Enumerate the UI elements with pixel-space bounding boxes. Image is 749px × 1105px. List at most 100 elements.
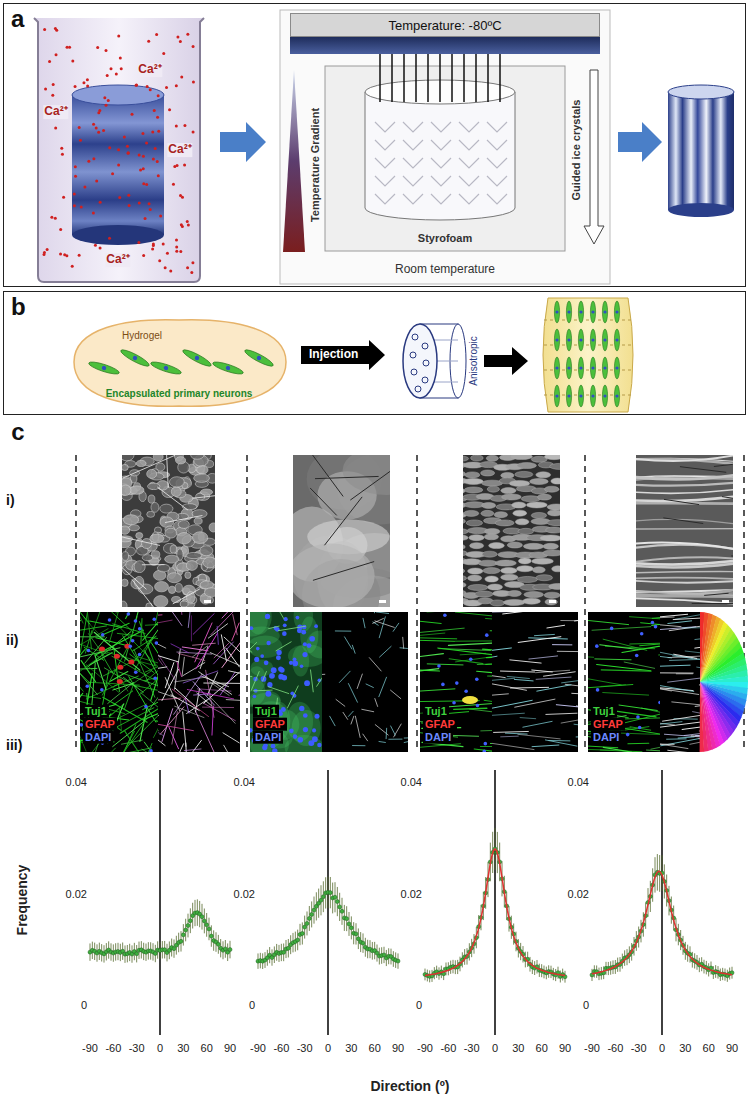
calcium-ion xyxy=(142,155,145,158)
nucleus xyxy=(591,338,594,341)
aligned-pore xyxy=(463,582,466,588)
astrocyte xyxy=(99,647,105,652)
calcium-ion xyxy=(127,152,130,155)
nucleus xyxy=(567,366,570,369)
fiber xyxy=(85,612,91,649)
fiber xyxy=(177,662,182,677)
tick-label: -60 xyxy=(105,1042,121,1055)
calcium-ion xyxy=(95,179,98,182)
calcium-ion xyxy=(60,147,63,150)
fiber xyxy=(518,637,561,643)
fiber xyxy=(363,618,365,627)
ice-pattern xyxy=(403,194,423,204)
pore xyxy=(147,469,157,478)
calcium-ion xyxy=(180,223,183,226)
data-point xyxy=(396,959,400,963)
nucleus xyxy=(615,338,618,341)
fiber xyxy=(113,683,133,690)
ice-pattern xyxy=(459,158,479,168)
fiber xyxy=(680,467,726,473)
calcium-ion xyxy=(135,84,138,87)
nucleus xyxy=(265,614,270,619)
tick-label: 30 xyxy=(345,1042,357,1055)
fiber xyxy=(501,736,519,738)
aligned-pore xyxy=(515,519,529,525)
calcium-ion xyxy=(149,88,152,91)
data-point xyxy=(200,915,204,919)
aligned-pore xyxy=(466,520,482,526)
fiber xyxy=(565,684,578,688)
ice-pattern xyxy=(375,194,395,204)
calcium-ion xyxy=(59,253,62,256)
calcium-ion xyxy=(51,94,54,97)
pore xyxy=(170,545,177,553)
ice-crystal xyxy=(499,54,501,102)
nucleus xyxy=(134,670,138,674)
freezer-setup xyxy=(280,10,610,284)
calcium-ion xyxy=(141,132,144,135)
aligned-channel xyxy=(636,489,733,493)
fiber xyxy=(545,740,577,746)
astrocyte xyxy=(128,659,134,664)
fiber xyxy=(373,619,384,624)
pore xyxy=(191,455,204,459)
calcium-ion xyxy=(190,271,193,274)
pore xyxy=(180,601,188,607)
nucleus xyxy=(596,688,600,692)
pore xyxy=(175,584,182,593)
zero-axis xyxy=(661,770,663,1035)
calcium-ion xyxy=(73,193,76,196)
fiber xyxy=(523,721,552,727)
fiber xyxy=(99,748,115,752)
nucleus xyxy=(282,675,287,680)
aligned-pore xyxy=(550,463,560,469)
fiber xyxy=(588,656,594,658)
calcium-ion xyxy=(86,84,89,87)
scaffold-top xyxy=(668,85,734,99)
fiber xyxy=(624,662,654,668)
aligned-pore xyxy=(548,510,560,516)
nucleus xyxy=(603,338,606,341)
nucleus xyxy=(464,690,468,694)
ion-label: Ca²⁺ xyxy=(167,143,192,157)
ice-pattern xyxy=(431,158,451,168)
nucleus xyxy=(443,613,447,617)
fiber xyxy=(162,669,178,700)
calcium-ion xyxy=(79,139,82,142)
stained-image xyxy=(250,612,322,752)
fiber xyxy=(492,742,534,749)
aligned-neuron xyxy=(578,385,583,407)
colour-wheel-wedge xyxy=(700,664,747,682)
fiber xyxy=(276,642,291,651)
calcium-ion xyxy=(97,111,100,114)
aligned-pore xyxy=(531,512,546,518)
aligned-pore xyxy=(482,551,497,557)
fiber xyxy=(705,593,729,595)
stain-label: DAPI xyxy=(83,731,113,744)
fiber xyxy=(223,733,239,743)
aligned-pore xyxy=(503,599,524,605)
fiber xyxy=(455,640,492,641)
aligned-neuron xyxy=(602,329,607,351)
fiber xyxy=(210,653,240,670)
nucleus xyxy=(555,366,558,369)
stain-label: GFAP xyxy=(253,718,287,731)
aligned-pore xyxy=(517,566,534,572)
fiber xyxy=(336,699,345,706)
pore xyxy=(123,515,138,525)
stain-label: Tuj1 xyxy=(83,705,109,718)
fiber xyxy=(438,648,492,655)
nucleus xyxy=(610,627,614,631)
process-arrow xyxy=(220,122,266,162)
calcium-ion xyxy=(103,96,106,99)
aligned-neuron xyxy=(566,301,571,323)
pore xyxy=(153,455,163,461)
column-separator xyxy=(75,455,77,752)
pore xyxy=(122,601,127,607)
cylinder-face xyxy=(403,324,437,398)
fiber xyxy=(204,703,235,720)
nucleus xyxy=(254,657,259,662)
aligned-pore xyxy=(540,535,560,541)
fiber xyxy=(510,660,541,663)
fiber xyxy=(492,694,508,697)
